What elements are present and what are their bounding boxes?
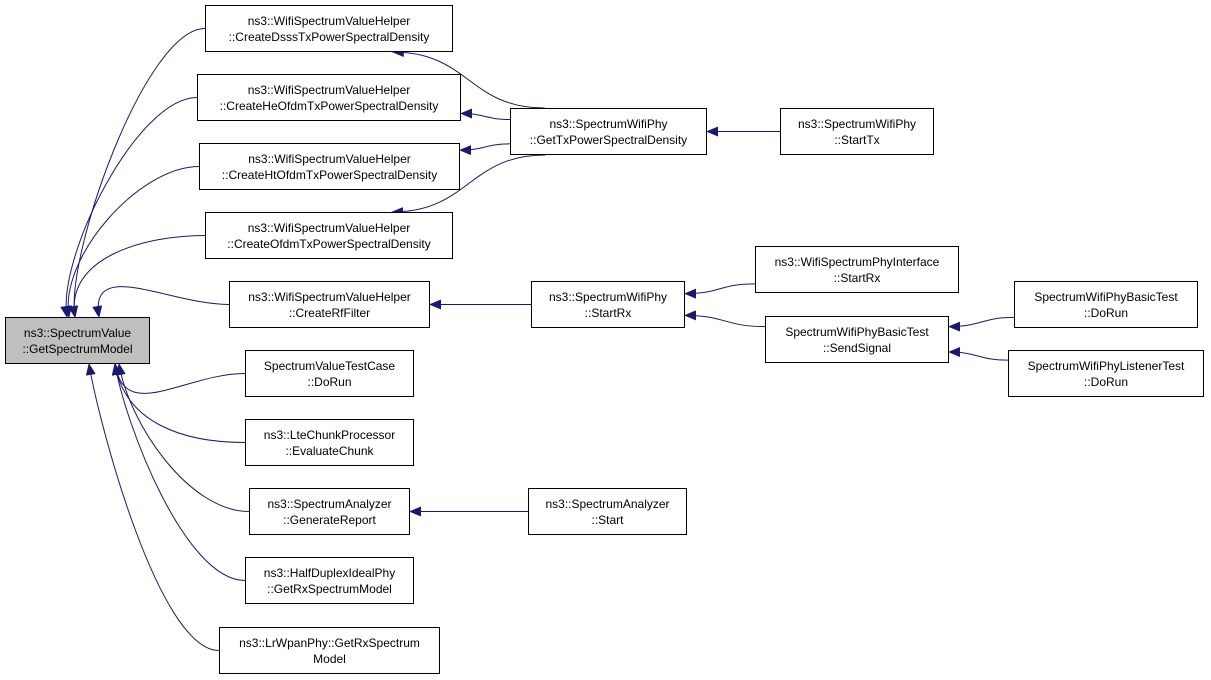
- node-create-he-ofdm-tx-psd[interactable]: ns3::WifiSpectrumValueHelper ::CreateHeO…: [197, 74, 461, 121]
- edge-sendsignal-to-startrx: [684, 310, 766, 328]
- edge-rffilter-to-root: [92, 286, 230, 318]
- edge-gettxpsd-to-dsss: [391, 47, 545, 109]
- edge-halfduplex-to-root: [111, 363, 246, 581]
- edge-gettxpsd-to-heofdm: [460, 108, 511, 121]
- node-create-rf-filter[interactable]: ns3::WifiSpectrumValueHelper ::CreateRfF…: [229, 281, 430, 328]
- edge-gettxpsd-to-ofdm: [391, 154, 546, 217]
- edge-heofdm-to-root: [60, 97, 198, 318]
- node-spectrumwifiphybasictest-sendsignal[interactable]: SpectrumWifiPhyBasicTest ::SendSignal: [765, 316, 949, 363]
- edge-dsss-to-root: [68, 28, 206, 318]
- edge-htofdm-to-root: [62, 166, 200, 318]
- node-spectrumwifiphy-startrx[interactable]: ns3::SpectrumWifiPhy ::StartRx: [531, 281, 685, 328]
- node-halfduplexidealphy-getrxspectrummodel[interactable]: ns3::HalfDuplexIdealPhy ::GetRxSpectrumM…: [245, 557, 414, 604]
- edge-listenerdorun-to-sendsignal: [948, 347, 1009, 361]
- edge-gettxpsd-to-htofdm: [459, 143, 511, 156]
- edge-ifacestartrx-to-startrx: [684, 283, 756, 299]
- edge-genreport-to-root: [115, 363, 250, 512]
- node-spectrumwifiphy-gettxpowerspectraldensity[interactable]: ns3::SpectrumWifiPhy ::GetTxPowerSpectra…: [510, 108, 707, 155]
- node-create-dsss-tx-psd[interactable]: ns3::WifiSpectrumValueHelper ::CreateDss…: [205, 5, 453, 52]
- node-spectrumanalyzer-start[interactable]: ns3::SpectrumAnalyzer ::Start: [528, 488, 687, 535]
- edge-ofdm-to-root: [68, 235, 206, 318]
- node-ltechunkprocessor-evaluatechunk[interactable]: ns3::LteChunkProcessor ::EvaluateChunk: [245, 419, 414, 466]
- node-create-ofdm-tx-psd[interactable]: ns3::WifiSpectrumValueHelper ::CreateOfd…: [205, 212, 453, 259]
- edge-ltechunk-to-root: [111, 363, 246, 443]
- node-spectrumvalue-getspectrummodel: ns3::SpectrumValue ::GetSpectrumModel: [5, 317, 150, 364]
- node-spectrumanalyzer-generatereport[interactable]: ns3::SpectrumAnalyzer ::GenerateReport: [249, 488, 410, 535]
- node-spectrumwifiphylistenertest-dorun[interactable]: SpectrumWifiPhyListenerTest ::DoRun: [1008, 350, 1204, 397]
- edge-lrwpan-to-root: [85, 363, 220, 651]
- node-wifispectrumphyinterface-startrx[interactable]: ns3::WifiSpectrumPhyInterface ::StartRx: [755, 246, 959, 293]
- node-spectrumwifiphybasictest-dorun[interactable]: SpectrumWifiPhyBasicTest ::DoRun: [1014, 281, 1198, 328]
- edge-basicdorun-to-sendsignal: [948, 316, 1015, 332]
- edge-svtest-to-root: [111, 363, 246, 394]
- node-spectrumwifiphy-starttx[interactable]: ns3::SpectrumWifiPhy ::StartTx: [780, 108, 934, 155]
- node-lrwpanphy-getrxspectrummodel[interactable]: ns3::LrWpanPhy::GetRxSpectrum Model: [219, 627, 440, 674]
- node-create-ht-ofdm-tx-psd[interactable]: ns3::WifiSpectrumValueHelper ::CreateHtO…: [199, 143, 460, 190]
- node-spectrumvaluetestcase-dorun[interactable]: SpectrumValueTestCase ::DoRun: [245, 350, 414, 397]
